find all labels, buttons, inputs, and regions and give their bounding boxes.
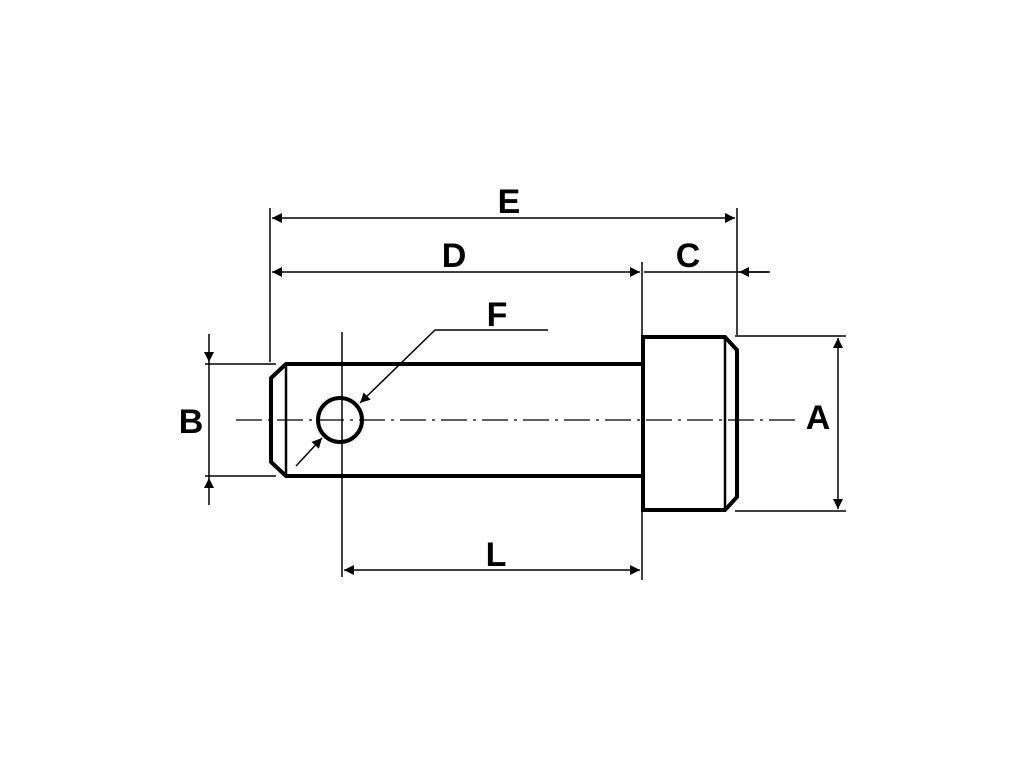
label-d: D [442, 237, 467, 275]
label-c: C [676, 237, 701, 275]
pin-shaft [269, 362, 643, 478]
label-e: E [498, 183, 521, 221]
pin-head [641, 335, 739, 512]
label-a: A [806, 399, 831, 437]
dimension-f-leader [295, 329, 548, 467]
cross-hole [316, 396, 364, 444]
label-l: L [486, 536, 507, 574]
label-f: F [487, 296, 508, 334]
extension-lines [205, 208, 846, 580]
label-b: B [179, 403, 204, 441]
